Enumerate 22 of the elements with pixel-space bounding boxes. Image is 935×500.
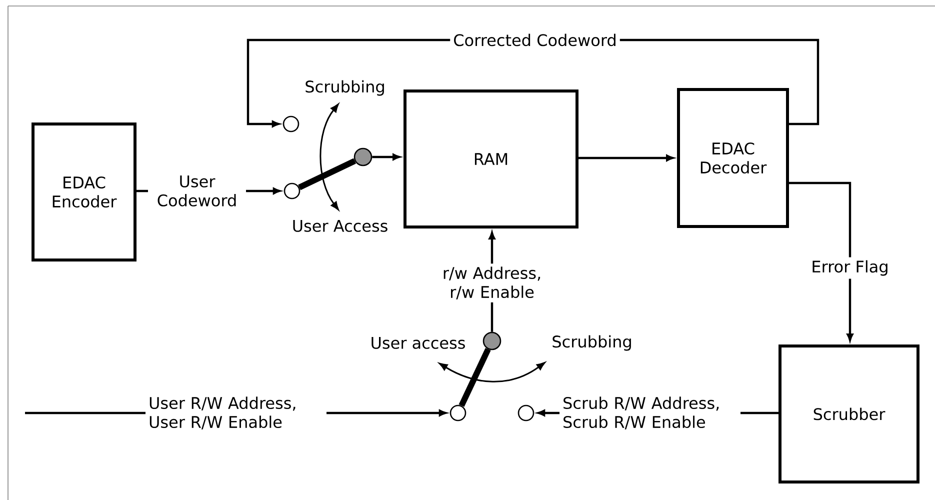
- process-box: EDAC Decoder: [677, 88, 789, 228]
- switch-label: Scrubbing: [552, 335, 631, 351]
- edge-label: User R/W Address, User R/W Enable: [146, 394, 326, 432]
- switch-contact: [282, 116, 300, 132]
- edge-label: Error Flag: [808, 257, 892, 279]
- switch-lever: [458, 348, 491, 407]
- switch-contact: [284, 182, 300, 200]
- process-box: EDAC Encoder: [32, 122, 136, 262]
- switch-label: Scrubbing: [306, 80, 384, 96]
- process-box: RAM: [404, 90, 578, 228]
- edge-label: User Codeword: [148, 172, 246, 210]
- pivot-contact: [482, 332, 502, 350]
- edge-label: r/w Address, r/w Enable: [433, 264, 551, 302]
- switch-contact: [450, 404, 466, 422]
- pivot-contact: [354, 148, 372, 166]
- switch-label: User access: [372, 337, 465, 349]
- switch-label: User Access: [293, 220, 388, 232]
- edge-label: Scrub R/W Address, Scrub R/W Enable: [560, 394, 740, 432]
- switch-contact: [518, 404, 534, 422]
- switch-lever: [298, 158, 356, 190]
- process-box: Scrubber: [778, 344, 920, 484]
- edge-label: Corrected Codeword: [450, 30, 620, 50]
